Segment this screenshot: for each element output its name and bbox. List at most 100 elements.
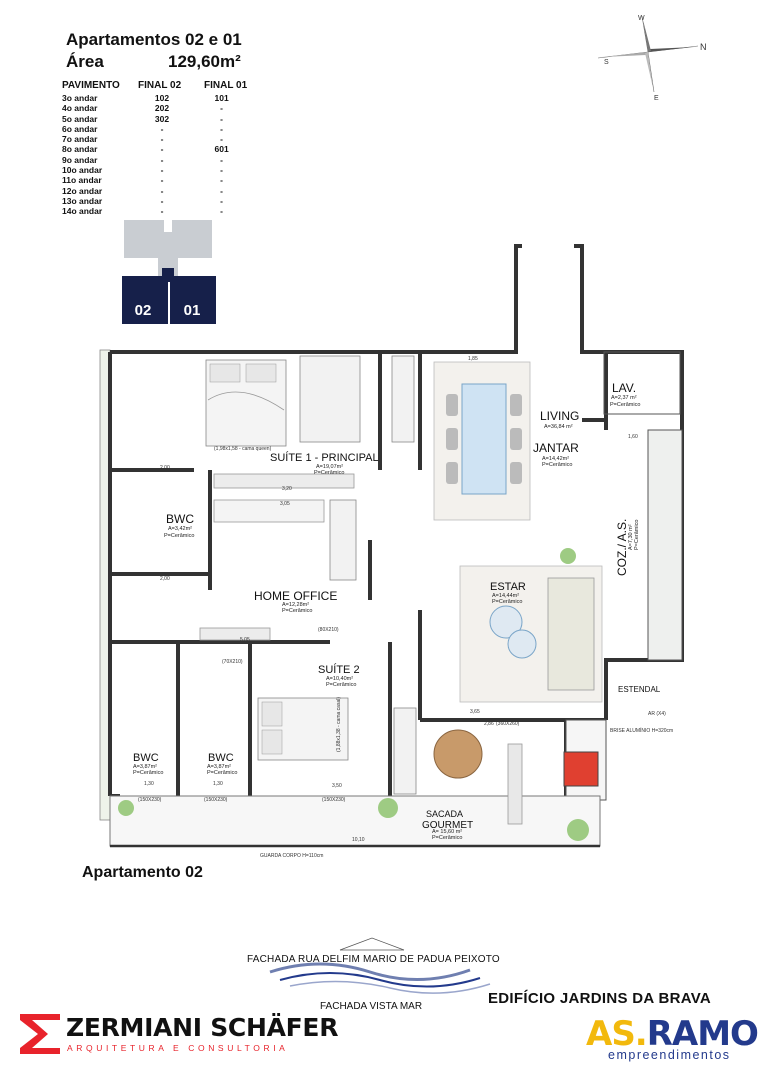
floor-name-cell: 9o andar — [62, 154, 98, 165]
bed-suite1 — [205, 359, 287, 447]
floor-name-cell: 4o andar — [62, 103, 98, 114]
final01-cell: - — [220, 175, 223, 186]
lav-room — [603, 351, 681, 415]
area-value: 129,60m² — [168, 52, 241, 71]
coffee-table-2 — [507, 629, 537, 659]
barbecue-grill — [563, 751, 599, 787]
jantar-name: JANTAR — [533, 441, 579, 455]
door-360x260: (360X260) — [496, 721, 520, 727]
suite1-floor: P=Cerâmico — [314, 470, 344, 476]
final02-cell: - — [160, 123, 164, 134]
dim-160: 1,60 — [628, 434, 638, 440]
gourmet-counter — [507, 743, 523, 825]
compass-e: E — [654, 95, 659, 102]
coz-floor: P=Cerâmico — [634, 520, 640, 550]
floor-row: 6o andar - - — [62, 124, 251, 134]
home-office-name: HOME OFFICE — [254, 589, 337, 603]
jantar-floor: P=Cerâmico — [542, 462, 572, 468]
facade-symbol — [269, 937, 491, 994]
zs-logo-sub: ARQUITETURA E CONSULTORIA — [67, 1043, 289, 1053]
final02-cell: 202 — [154, 103, 170, 114]
floor-row: 11o andar-- — [62, 175, 251, 185]
bwc3-name: BWC — [208, 752, 234, 764]
floor-row: 8o andar-601 — [62, 144, 251, 154]
final01-cell: - — [220, 123, 223, 134]
floor-row: 10o andar-- — [62, 165, 251, 175]
estar-area: A=14,44m² — [492, 593, 519, 599]
walls — [108, 244, 684, 798]
facade-bottom-label: FACHADA VISTA MAR — [320, 1001, 423, 1012]
sacada-name1: SACADA — [426, 809, 463, 819]
compass-n: N — [700, 42, 707, 52]
key-label-02: 02 — [135, 302, 152, 319]
home-office-area: A=12,28m² — [282, 602, 309, 608]
office-desk — [213, 473, 355, 489]
header-pavimento: PAVIMENTO — [62, 80, 120, 91]
ar-note: AR (X4) — [648, 711, 666, 717]
bwc2-area: A=3,87m² — [133, 764, 157, 770]
dim-200-a: 2,00 — [160, 465, 170, 471]
bwc3-area: A=3,87m² — [207, 764, 231, 770]
dim-320: 3,20 — [282, 486, 292, 492]
wave-2 — [279, 972, 481, 988]
coz-name: COZ./ A.S. — [615, 519, 629, 576]
key-unit-01 — [170, 276, 216, 324]
plants — [118, 548, 589, 841]
living-area: A=36,84 m² — [544, 424, 573, 430]
sacada-name2: GOURMET — [422, 820, 473, 831]
dining-table — [461, 383, 507, 495]
living-name: LIVING — [540, 409, 579, 423]
compass-rose: N S E W — [598, 15, 707, 102]
final01-cell: - — [220, 195, 223, 206]
floor-name-cell: 14o andar — [62, 206, 103, 217]
suite2-area: A=10,40m² — [326, 676, 353, 682]
final01-cell: 601 — [214, 144, 229, 155]
key-label-01: 01 — [184, 302, 201, 319]
floor-row: 13o andar-- — [62, 196, 251, 206]
final01-cell: - — [220, 134, 223, 145]
dim-200-b: 2,00 — [160, 576, 170, 582]
bwc1-floor: P=Cerâmico — [164, 533, 194, 539]
floor-name-cell: 7o andar — [62, 134, 98, 145]
asr-logo-sub: empreendimentos — [608, 1048, 731, 1062]
dim-130-a: 1,30 — [144, 781, 154, 787]
building-name: EDIFÍCIO JARDINS DA BRAVA — [488, 990, 712, 1007]
coz-area: A=7,30 m² — [628, 524, 634, 550]
final01-cell: 101 — [214, 93, 229, 103]
final01-cell: - — [220, 206, 223, 217]
page-title: Apartamentos 02 e 01 — [66, 30, 242, 49]
compass-w: W — [638, 15, 645, 22]
bwc3-floor: P=Cerâmico — [207, 770, 237, 776]
lav-area: A=2,37 m² — [611, 395, 637, 401]
final02-cell: - — [160, 185, 164, 196]
dim-130-b: 1,30 — [213, 781, 223, 787]
bwc1-name: BWC — [166, 512, 194, 526]
sofa — [547, 577, 595, 691]
final02-cell: - — [160, 175, 164, 186]
key-core — [158, 232, 178, 278]
wave-3 — [289, 980, 491, 994]
key-core-dark — [162, 268, 174, 282]
wave-1 — [269, 962, 471, 982]
header-final02: FINAL 02 — [138, 80, 182, 91]
brise-note: BRISE ALUMÍNIO H=320cm — [610, 727, 673, 734]
floor-name-cell: 13o andar — [62, 195, 103, 206]
dim-350: 3,50 — [332, 783, 342, 789]
door-70x210: (70X210) — [222, 659, 243, 665]
home-office-floor: P=Cerâmico — [282, 608, 312, 614]
final02-cell: 102 — [154, 93, 170, 103]
facade-top-label: FACHADA RUA DELFIM MARIO DE PADUA PEIXOT… — [247, 954, 500, 965]
kitchen-counter — [647, 429, 683, 661]
floor-row: 14o andar-- — [62, 206, 251, 216]
bwc2-name: BWC — [133, 752, 159, 764]
estendal-name: ESTENDAL — [618, 685, 661, 694]
sacada-area: A= 15,60 m² — [432, 829, 462, 835]
key-unit-02 — [122, 276, 168, 324]
floor-name-cell: 6o andar — [62, 123, 98, 134]
door-150x230-b: (150X230) — [204, 797, 228, 803]
area-label: Área — [66, 52, 104, 71]
dim-1010: 10,10 — [352, 837, 365, 843]
dim-185: 1,85 — [468, 356, 478, 362]
